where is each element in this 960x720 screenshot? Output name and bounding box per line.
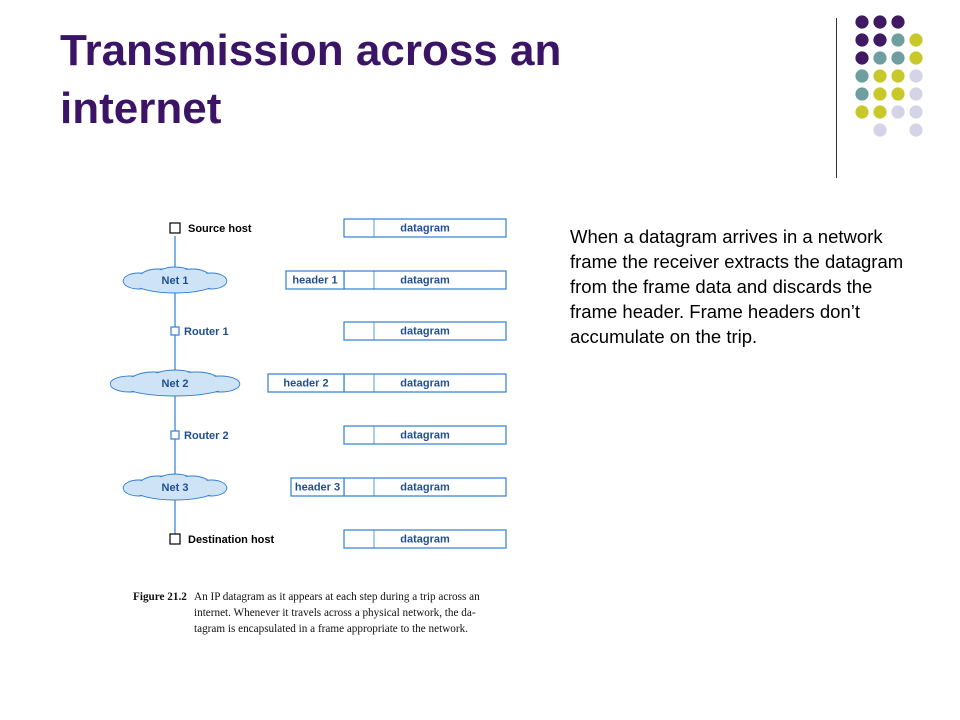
- decoration-dot-grid: [855, 15, 923, 137]
- diagram-node-net: Net 3: [122, 473, 228, 501]
- diagram-node-label: Net 1: [162, 275, 189, 287]
- frame-row: datagram header 3: [290, 477, 507, 497]
- decoration-dot: [909, 33, 923, 47]
- host-icon: [169, 222, 181, 234]
- decoration-dot: [891, 33, 905, 47]
- diagram-node-net: Net 2: [109, 369, 241, 397]
- decoration-dot: [873, 105, 887, 119]
- datagram-box: [343, 218, 507, 238]
- diagram-node-host: Source host: [169, 222, 252, 235]
- decoration-dot: [855, 105, 869, 119]
- diagram-node-label: Destination host: [188, 534, 275, 546]
- title-divider: [836, 18, 837, 178]
- router-icon: [170, 430, 180, 440]
- decoration-dot: [855, 87, 869, 101]
- decoration-dot: [855, 33, 869, 47]
- decoration-dot: [873, 51, 887, 65]
- decoration-dot: [909, 51, 923, 65]
- caption-line-3: tagram is encapsulated in a frame approp…: [194, 623, 468, 635]
- diagram-node-router: Router 1: [170, 326, 229, 338]
- datagram-label: datagram: [400, 378, 450, 390]
- slide-title-line-1: Transmission across an: [60, 26, 562, 75]
- decoration-dot: [855, 51, 869, 65]
- decoration-dot: [855, 69, 869, 83]
- frame-row: datagram: [343, 321, 507, 341]
- cloud-fill: [137, 483, 213, 499]
- decoration-dot: [909, 123, 923, 137]
- frame-row: datagram: [343, 218, 507, 238]
- host-icon: [169, 533, 181, 545]
- frame-row: datagram header 1: [285, 270, 507, 290]
- frame-header-label: header 3: [295, 482, 340, 494]
- description-text: When a datagram arrives in a network fra…: [570, 226, 904, 347]
- caption-line-2: internet. Whenever it travels across a p…: [194, 607, 476, 619]
- frame-header-box: [290, 477, 345, 497]
- router-icon: [170, 326, 180, 336]
- datagram-label: datagram: [400, 275, 450, 287]
- decoration-dot: [891, 87, 905, 101]
- caption-line-1: An IP datagram as it appears at each ste…: [194, 591, 480, 603]
- figure-number: Figure 21.2: [133, 591, 187, 603]
- decoration-dot: [891, 69, 905, 83]
- diagram-node-label: Router 2: [184, 430, 229, 442]
- cloud-fill: [128, 379, 222, 395]
- frame-header-label: header 1: [292, 275, 337, 287]
- diagram-node-label: Source host: [188, 223, 252, 235]
- decoration-dot: [873, 87, 887, 101]
- datagram-label: datagram: [400, 430, 450, 442]
- datagram-label: datagram: [400, 534, 450, 546]
- slide-title-line-2: internet: [60, 84, 222, 133]
- frame-header-box: [285, 270, 345, 290]
- decoration-dot: [873, 123, 887, 137]
- slide-title: Transmission across an internet: [60, 22, 780, 138]
- diagram-node-label: Net 2: [162, 378, 189, 390]
- decoration-dot: [873, 33, 887, 47]
- decoration-dot: [855, 15, 869, 29]
- datagram-label: datagram: [400, 326, 450, 338]
- cloud-fill: [137, 276, 213, 292]
- decoration-dot: [873, 15, 887, 29]
- decoration-dot: [891, 15, 905, 29]
- frame-row: datagram header 2: [267, 373, 507, 393]
- decoration-dot: [891, 51, 905, 65]
- decoration-dot: [891, 105, 905, 119]
- diagram-node-label: Net 3: [162, 482, 189, 494]
- datagram-label: datagram: [400, 223, 450, 235]
- decoration-dot: [909, 87, 923, 101]
- datagram-label: datagram: [400, 482, 450, 494]
- diagram-node-net: Net 1: [122, 266, 228, 294]
- decoration-dot: [909, 105, 923, 119]
- diagram-node-router: Router 2: [170, 430, 229, 442]
- frame-row: datagram: [343, 529, 507, 549]
- decoration-dot: [909, 69, 923, 83]
- diagram-node-label: Router 1: [184, 326, 229, 338]
- frame-row: datagram: [343, 425, 507, 445]
- datagram-box: [343, 425, 507, 445]
- frame-header-label: header 2: [283, 378, 328, 390]
- decoration-dot: [873, 69, 887, 83]
- datagram-box: [343, 529, 507, 549]
- datagram-box: [343, 321, 507, 341]
- frame-header-box: [267, 373, 345, 393]
- diagram-node-host: Destination host: [169, 533, 275, 546]
